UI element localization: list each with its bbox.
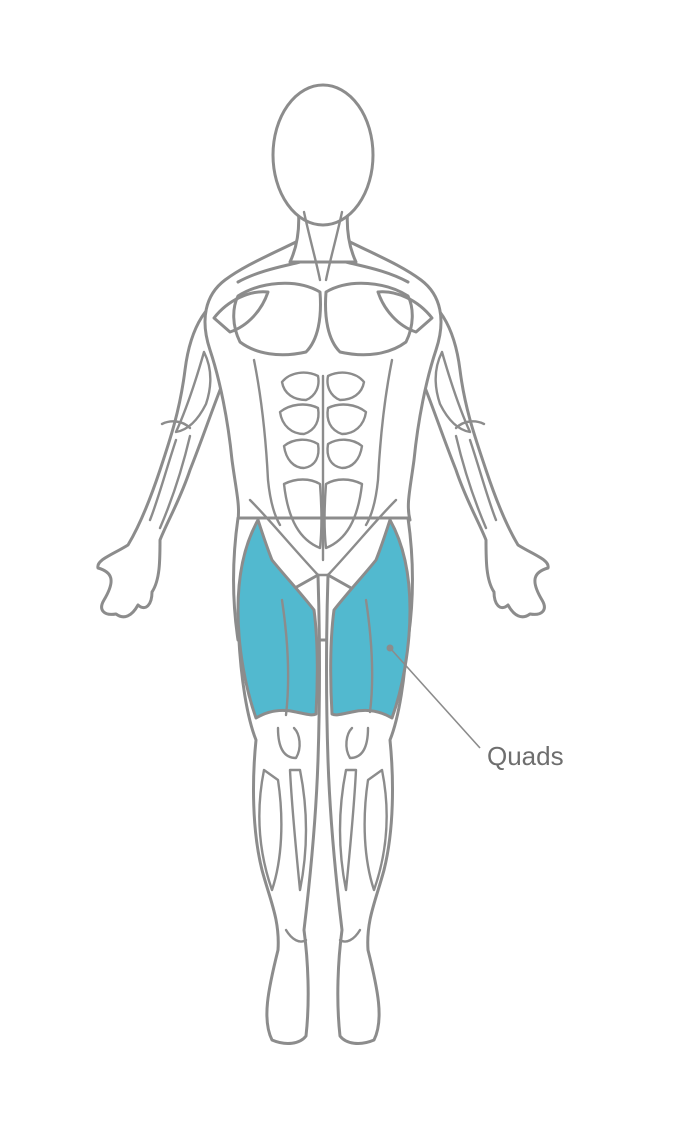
body-outline — [96, 83, 550, 1045]
callout-leader-line — [389, 647, 481, 749]
right-quad — [329, 518, 412, 720]
quads-highlight — [236, 518, 412, 720]
muscle-details — [148, 210, 498, 943]
quads-label: Quads — [487, 741, 564, 771]
head — [271, 83, 375, 227]
left-quad — [236, 518, 319, 720]
quads-callout: Quads — [386, 644, 564, 771]
